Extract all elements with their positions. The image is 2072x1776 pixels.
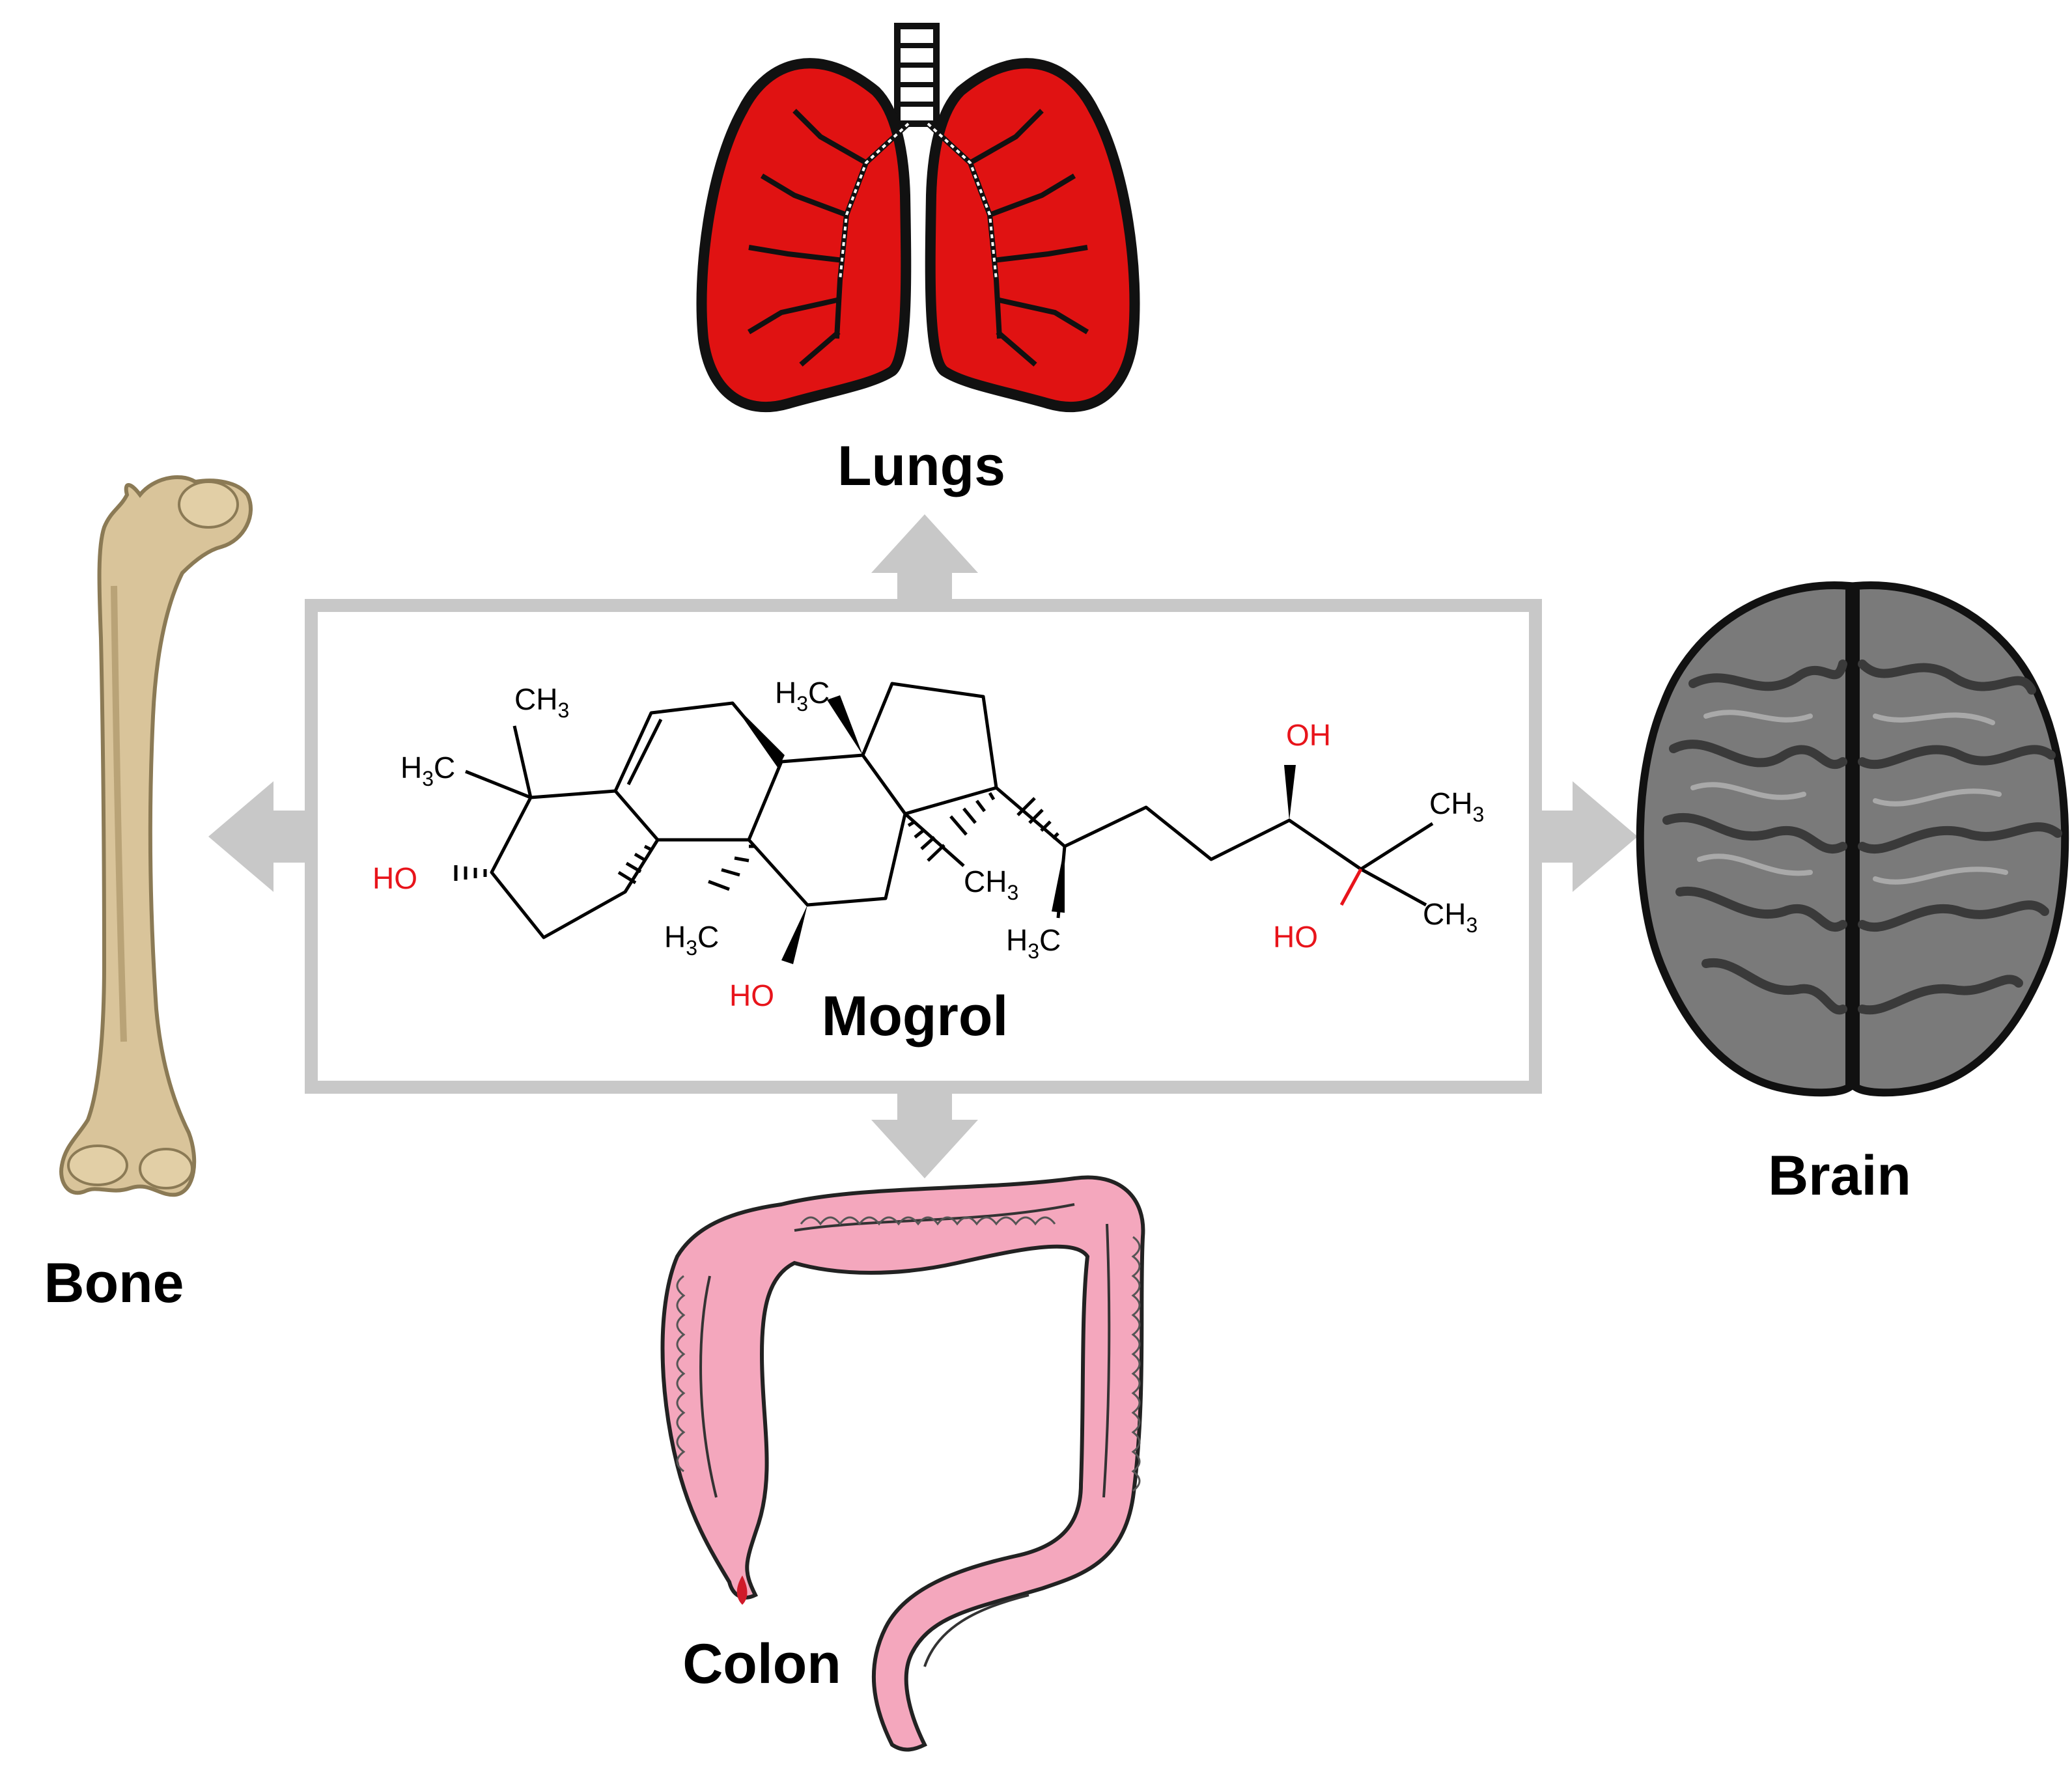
- methyl-c10: H3C: [664, 920, 719, 960]
- bone-label: Bone: [44, 1252, 184, 1314]
- compound-label: Mogrol: [822, 985, 1009, 1048]
- mogrol-structure: [465, 682, 1434, 939]
- methyl-c25-top: CH3: [1429, 786, 1484, 826]
- methyl-c4-top: CH3: [514, 682, 569, 722]
- colon-label: Colon: [682, 1633, 841, 1695]
- lungs-icon: [696, 23, 1140, 412]
- hydroxyl-c11: HO: [729, 978, 774, 1012]
- arrow-down: [871, 1087, 978, 1178]
- methyl-c4-left: H3C: [400, 751, 455, 790]
- arrow-up: [871, 514, 978, 605]
- hydroxyl-c25: HO: [1273, 920, 1318, 954]
- hydroxyl-c3: HO: [372, 861, 417, 895]
- bone-icon: [59, 475, 253, 1197]
- methyl-c20: H3C: [1006, 923, 1061, 963]
- methyl-c25-bottom: CH3: [1423, 897, 1477, 937]
- atom-labels: CH3 H3C H3C CH3 H3C H3C CH3 CH3 HO HO OH…: [372, 676, 1484, 1012]
- hydroxyl-c24: OH: [1286, 718, 1331, 752]
- arrow-left: [208, 781, 311, 892]
- stereo-bonds: [733, 695, 1296, 964]
- arrows: [208, 514, 1638, 1178]
- hashed-bonds: [454, 792, 1059, 891]
- methyl-c14: CH3: [964, 865, 1018, 904]
- brain-label: Brain: [1768, 1145, 1911, 1207]
- brain-icon: [1636, 581, 2069, 1097]
- lungs-label: Lungs: [837, 435, 1005, 497]
- arrow-right: [1535, 781, 1638, 892]
- colon-icon: [660, 1175, 1145, 1752]
- methyl-c13: H3C: [775, 676, 830, 715]
